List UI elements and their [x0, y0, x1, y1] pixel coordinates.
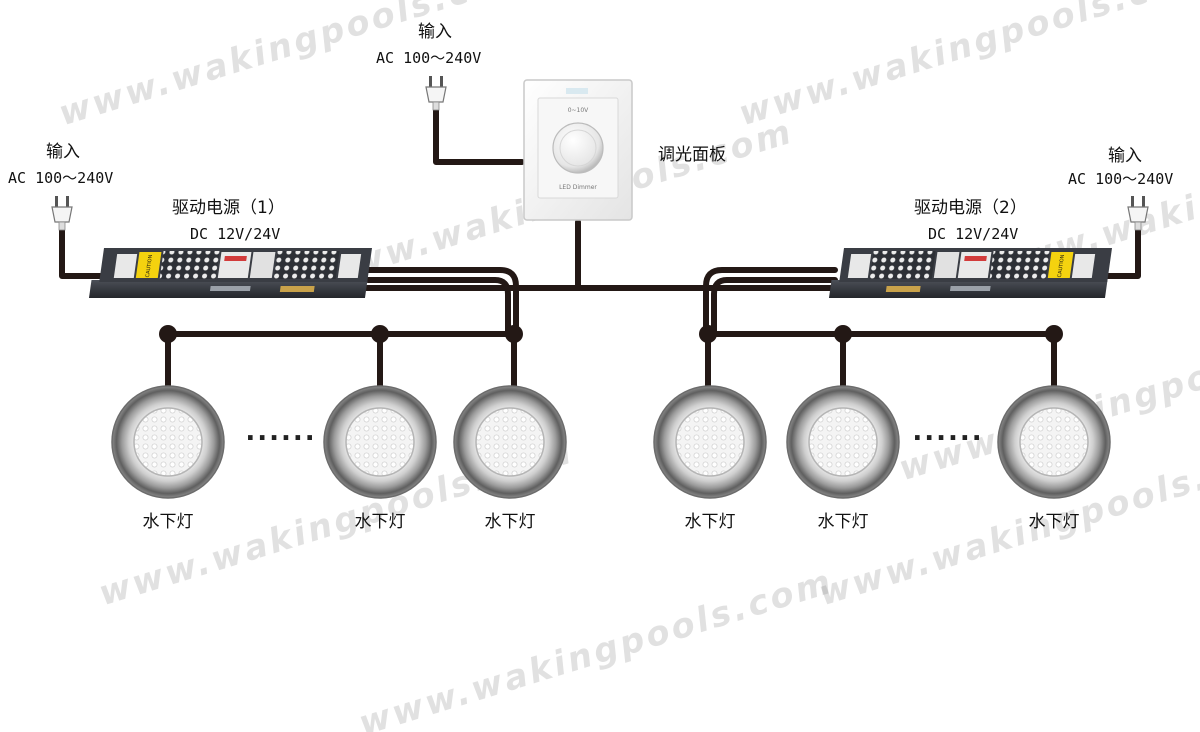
- dimmer-brand-text: LED Dimmer: [559, 184, 597, 191]
- caution-label: CAUTION: [145, 254, 154, 277]
- driver1-output-wire: [365, 277, 511, 337]
- dimmer-input-voltage: AC 100～240V: [376, 49, 482, 67]
- right-input-label: 输入: [1108, 146, 1142, 166]
- ellipsis-right: ......: [912, 417, 983, 447]
- underwater-light-label: 水下灯: [817, 512, 869, 532]
- underwater-light-label: 水下灯: [354, 512, 406, 532]
- dimmer-input-wire: [433, 105, 525, 165]
- caution-label: CAUTION: [1057, 254, 1066, 277]
- left-input-label: 输入: [46, 142, 80, 162]
- underwater-light: [453, 385, 567, 499]
- underwater-light: [997, 385, 1111, 499]
- left-input-voltage: AC 100～240V: [8, 169, 114, 187]
- driver-1-spec: DC 12V/24V: [190, 225, 281, 243]
- driver2-output-wire: [711, 277, 838, 337]
- dimmer-panel-label: 调光面板: [658, 145, 726, 165]
- plug-icon: [1127, 196, 1149, 231]
- underwater-light: [111, 385, 225, 499]
- driver-2-spec: DC 12V/24V: [928, 225, 1019, 243]
- plug-icon: [425, 76, 447, 111]
- dimmer-range-text: 0~10V: [568, 107, 589, 114]
- underwater-light-label: 水下灯: [1028, 512, 1080, 532]
- driver2-output-wire: [703, 267, 838, 337]
- underwater-light: [653, 385, 767, 499]
- driver-2: CAUTION: [828, 248, 1112, 298]
- driver-1: CAUTION: [88, 248, 372, 298]
- underwater-light-label: 水下灯: [684, 512, 736, 532]
- right-input-voltage: AC 100～240V: [1068, 170, 1174, 188]
- driver-1-title: 驱动电源（1）: [172, 198, 285, 218]
- underwater-light-label: 水下灯: [142, 512, 194, 532]
- junction-dots: [159, 325, 1063, 343]
- driver2-input-wire: [1102, 225, 1141, 279]
- driver1-output-wire: [365, 267, 519, 337]
- underwater-light: [323, 385, 437, 499]
- dimmer-input-label: 输入: [418, 22, 452, 42]
- plug-icon: [51, 196, 73, 231]
- wires: [59, 105, 1141, 395]
- driver1-input-wire: [59, 225, 103, 279]
- underwater-light-label: 水下灯: [484, 512, 536, 532]
- driver-2-title: 驱动电源（2）: [914, 198, 1027, 218]
- dimmer-panel: 0~10V LED Dimmer: [523, 79, 633, 221]
- ellipsis-left: ......: [245, 417, 316, 447]
- underwater-light: [786, 385, 900, 499]
